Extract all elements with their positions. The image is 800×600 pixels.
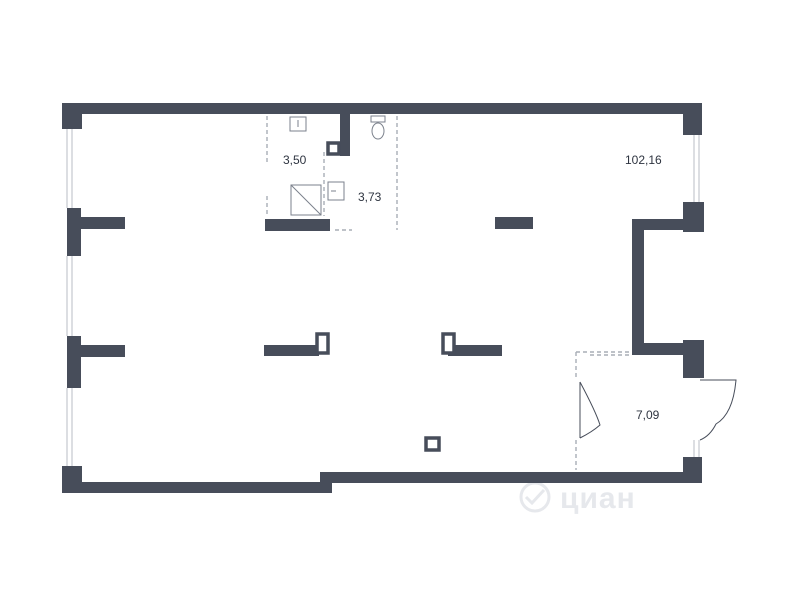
wall-top (62, 103, 702, 114)
toilet-icon (370, 115, 386, 140)
walls (62, 103, 704, 493)
corner-bottom-left (62, 466, 82, 493)
corner-top-left (62, 103, 82, 129)
partition-bath-bottom (265, 219, 330, 231)
corner-top-right (683, 103, 702, 135)
cian-logo-icon (519, 481, 551, 513)
shaft-bath (326, 141, 341, 156)
area-label-bathroom-1: 3,50 (283, 153, 307, 167)
room-labels: 3,50 3,73 102,16 7,09 (283, 153, 662, 422)
partition-mid-right (448, 345, 502, 356)
column-center-bottom (424, 436, 441, 452)
area-label-bathroom-2: 3,73 (358, 190, 382, 204)
fixtures (289, 115, 386, 216)
stub-left-top (67, 217, 125, 229)
partition-right-stub (495, 217, 533, 229)
door-entrance (699, 379, 737, 441)
doors (579, 379, 737, 441)
watermark-text: циан (560, 482, 636, 515)
shafts (315, 141, 456, 452)
stub-left-mid (67, 345, 125, 357)
watermark: циан (519, 481, 636, 515)
shaft-mid-right (441, 332, 456, 355)
column-left-top (67, 208, 81, 256)
door-vestibule-left (579, 381, 601, 439)
partition-bath-top-vertical (340, 114, 350, 156)
sink-icon (289, 116, 307, 132)
wall-bottom-left (62, 482, 330, 493)
wall-bottom-right (320, 472, 702, 483)
windows (66, 128, 700, 467)
wall-right-niche-top (632, 219, 704, 230)
shower-icon (290, 184, 322, 216)
dashed-partitions (266, 116, 630, 470)
washbasin-icon (327, 181, 345, 201)
wall-right-niche-vertical (632, 219, 644, 355)
partition-mid-left (264, 345, 319, 356)
shaft-mid-left (315, 332, 330, 355)
column-left-mid (67, 336, 81, 388)
area-label-vestibule: 7,09 (636, 408, 660, 422)
area-label-main-hall: 102,16 (625, 153, 662, 167)
corner-bottom-right (683, 457, 702, 483)
column-right-bottom (683, 340, 704, 378)
